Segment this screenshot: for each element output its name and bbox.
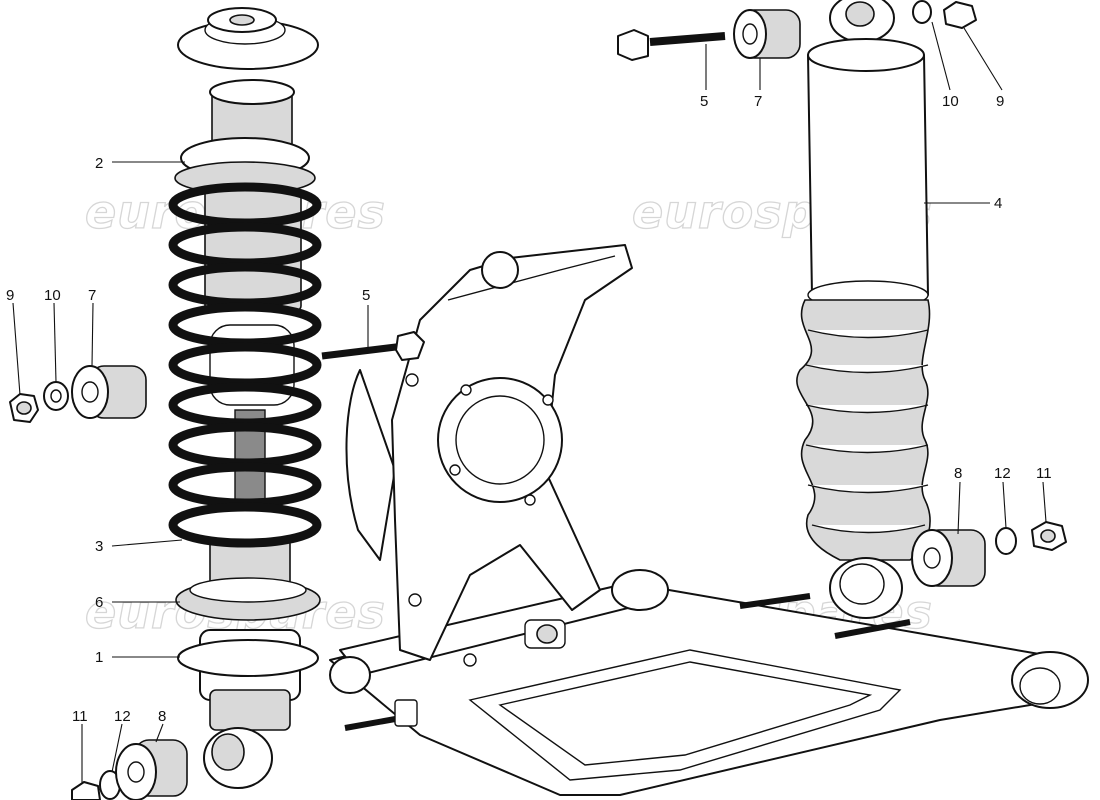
callout-right-9: 9 — [996, 93, 1004, 110]
callout-right-4: 4 — [994, 195, 1002, 212]
lower-wishbone — [329, 569, 1089, 796]
callout-left-1: 1 — [95, 649, 103, 666]
callout-right-11: 11 — [1036, 465, 1052, 482]
right-upper-mount-hardware — [617, 0, 977, 61]
callout-right-7: 7 — [754, 93, 762, 110]
callout-right-5: 5 — [700, 93, 708, 110]
left-coilover-shock — [168, 7, 322, 789]
hub-carrier — [345, 244, 633, 667]
coil-spring — [168, 182, 322, 548]
callout-left-2: 2 — [95, 155, 103, 172]
callout-left-3: 3 — [95, 538, 103, 555]
callout-left-11: 11 — [72, 708, 88, 725]
left-upper-mount-hardware — [9, 365, 147, 423]
callout-left-7: 7 — [88, 287, 96, 304]
callout-left-12: 12 — [114, 708, 131, 725]
right-shock-absorber — [796, 0, 931, 619]
callout-left-9: 9 — [6, 287, 14, 304]
left-lower-mount-hardware — [71, 739, 188, 800]
callout-left-6: 6 — [95, 594, 103, 611]
right-lower-mount-hardware — [911, 521, 1067, 587]
callout-left-8: 8 — [158, 708, 166, 725]
centre-bolt — [321, 331, 425, 361]
callout-left-5: 5 — [362, 287, 370, 304]
callout-left-10: 10 — [44, 287, 61, 304]
callout-right-8: 8 — [954, 465, 962, 482]
callout-labels: 2 3 6 1 5 9 10 7 11 12 8 4 5 7 10 9 8 12… — [6, 93, 1052, 725]
leader-lines — [12, 21, 1047, 784]
callout-right-10: 10 — [942, 93, 959, 110]
callout-right-12: 12 — [994, 465, 1011, 482]
